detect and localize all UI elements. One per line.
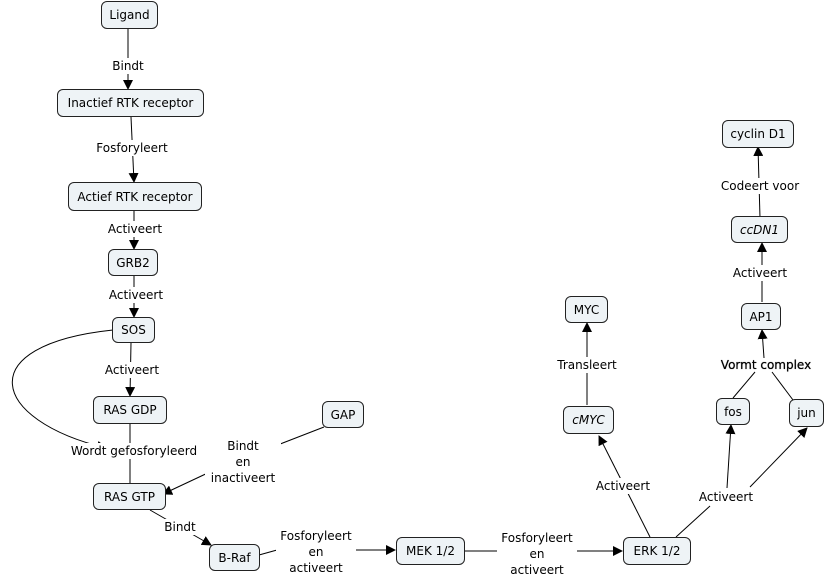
label-activeert-cmyc: Activeert (592, 478, 654, 494)
label-vormt-complex: Vormt complex (720, 358, 812, 372)
edge-braf-mek-a (258, 549, 278, 556)
edge-erk-activeert (675, 505, 711, 538)
node-ras-gdp[interactable]: RAS GDP (93, 396, 167, 424)
edge-activeert-jun (749, 427, 808, 488)
node-ap1[interactable]: AP1 (741, 303, 781, 330)
label-activeert-fos-jun: Activeert (695, 489, 757, 505)
node-erk[interactable]: ERK 1/2 (623, 537, 691, 565)
label-wordt-gefosforyleerd: Wordt gefosforyleerd (68, 443, 200, 459)
node-actief-rtk-receptor[interactable]: Actief RTK receptor (68, 182, 202, 211)
label-bindt-braf: Bindt (160, 519, 200, 535)
node-jun[interactable]: jun (789, 399, 824, 427)
label-transleert: Transleert (553, 357, 621, 373)
label-bindt-en-inactiveert: Bindt en inactiveert (205, 438, 281, 486)
node-fos[interactable]: fos (716, 398, 750, 425)
node-inactief-rtk-receptor[interactable]: Inactief RTK receptor (57, 89, 204, 117)
edge-fos-complex (732, 371, 756, 399)
label-activeert-ras-gdp: Activeert (101, 362, 163, 378)
edge-gap-ras-gtp-arrow (162, 470, 213, 495)
node-sos[interactable]: SOS (112, 317, 155, 343)
node-ras-gtp[interactable]: RAS GTP (93, 483, 166, 510)
node-grb2[interactable]: GRB2 (108, 249, 158, 276)
node-cmyc[interactable]: cMYC (563, 406, 614, 434)
edge-gap-ras-gtp (274, 426, 325, 447)
node-gap[interactable]: GAP (322, 401, 364, 428)
node-myc[interactable]: MYC (565, 296, 608, 323)
node-braf[interactable]: B-Raf (209, 544, 260, 571)
label-activeert-ap1: Activeert (729, 265, 791, 281)
label-fosforyleert-en-activeert-erk: Fosforyleert en activeert (497, 530, 577, 578)
edge-activeert-fos (725, 424, 736, 489)
label-fosforyleert-en-activeert-mek: Fosforyleert en activeert (276, 528, 356, 576)
edge-complex-ap1 (757, 329, 768, 359)
label-bindt-ligand: Bindt (108, 58, 148, 74)
label-activeert-grb2: Activeert (104, 221, 166, 237)
node-cyclin-d1[interactable]: cyclin D1 (722, 120, 794, 148)
node-ccdn1[interactable]: ccDN1 (731, 216, 788, 243)
label-codeert-voor: Codeert voor (716, 178, 804, 194)
label-activeert-sos: Activeert (105, 287, 167, 303)
node-ligand[interactable]: Ligand (101, 1, 158, 29)
edge-jun-complex (771, 371, 794, 401)
label-fosforyleert-rtk: Fosforyleert (91, 140, 173, 156)
edge-sos-wordt-gefosforyleerd (11, 329, 114, 451)
node-mek[interactable]: MEK 1/2 (396, 537, 465, 565)
